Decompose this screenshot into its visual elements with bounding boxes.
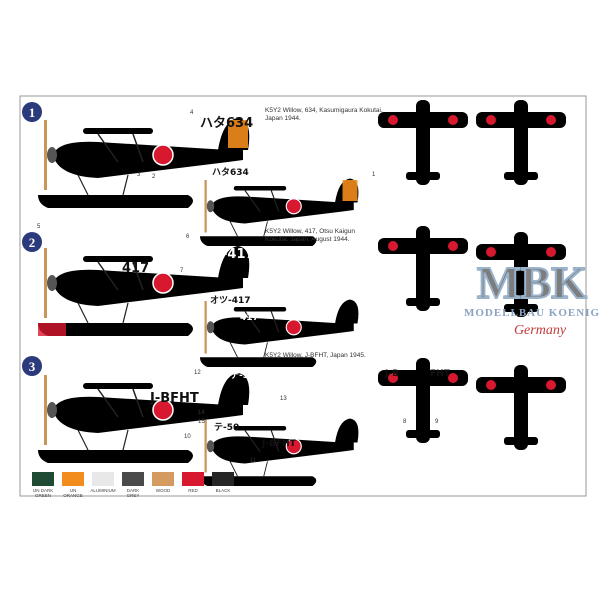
swatch-label: WOOD — [156, 488, 171, 493]
callout-3: 3 — [137, 172, 141, 178]
swatch-chip — [92, 472, 114, 486]
callout-numbers: 4 2 3 5 1 6 7 8 9 10 11 12 13 14 15 — [37, 110, 439, 464]
badge-2-number: 2 — [29, 235, 36, 250]
callout-6: 6 — [186, 234, 190, 240]
code-small-1: ハタ634 — [212, 166, 249, 178]
watermark-line3: Germany — [514, 323, 567, 338]
swatch-label: GREEN — [35, 493, 51, 498]
swatch-chip — [62, 472, 84, 486]
code-large-1: ハタ634 — [200, 116, 253, 131]
callout-8: 8 — [403, 419, 407, 425]
swatch-label: IJN DARK — [33, 488, 54, 493]
badge-3-number: 3 — [29, 359, 36, 374]
swatch-black: BLACK — [212, 472, 234, 493]
caption-2: K5Y2 Willow, 417, Otsu Kaigun — [265, 228, 355, 235]
swatch-label: GREY — [127, 493, 140, 498]
badge-1-number: 1 — [29, 105, 36, 120]
swatch-chip — [32, 472, 54, 486]
code-tail-2: オツ-417 — [196, 247, 255, 262]
profile-3: 3 K5Y2 Willow, J-BFHT, Japan 1945. J-BFH… — [22, 352, 566, 487]
side-view-1-small — [199, 177, 359, 247]
caption-1b: Japan 1944. — [265, 115, 301, 122]
code-tail-3: テ-50 — [230, 370, 255, 381]
callout-7: 7 — [180, 268, 184, 274]
code-tail-2-small: オツ-417 — [210, 295, 251, 306]
swatch-aluminium: ALUMINIUM — [90, 472, 116, 493]
swatch-label: BLACK — [216, 488, 231, 493]
profile-2: 2 K5Y2 Willow, 417, Otsu Kaigun Kokutai,… — [22, 226, 566, 368]
caption-3: K5Y2 Willow, J-BFHT, Japan 1945. — [265, 352, 366, 359]
callout-9: 9 — [435, 419, 439, 425]
code-fuselage-3: J-BFHT — [149, 391, 199, 406]
swatch-label: IJN — [70, 488, 77, 493]
badge-1: 1 — [22, 102, 42, 122]
code-tail-3-small: テ-50 — [214, 422, 239, 433]
profile-1: 1 K5Y2 Willow, 634, Kasumigaura Kokutai,… — [22, 100, 566, 247]
callout-13: 13 — [280, 396, 287, 402]
swatch-label: RED — [188, 488, 198, 493]
swatch-label: DARK — [127, 488, 140, 493]
side-view-2-large — [37, 245, 250, 337]
side-view-1-large — [37, 117, 250, 209]
code-fuselage-2-small: 417 — [240, 313, 259, 323]
wing-code-right-3: FHT — [430, 369, 451, 379]
top-view-1 — [378, 100, 468, 185]
sheet-frame — [19, 95, 587, 497]
callout-5: 5 — [37, 224, 41, 230]
swatch-chip — [182, 472, 204, 486]
callout-11: 11 — [250, 458, 257, 464]
callout-4: 4 — [190, 110, 194, 116]
code-fuselage-3-small: J-BFHT — [261, 439, 297, 449]
caption-2b: Kokutai, Japan, August 1944. — [265, 236, 350, 243]
badge-3: 3 — [22, 356, 42, 376]
callout-12: 12 — [194, 370, 201, 376]
badge-2: 2 — [22, 232, 42, 252]
top-view-2 — [378, 226, 468, 311]
code-fuselage-2: 417 — [122, 261, 149, 276]
callout-15: 15 — [198, 419, 205, 425]
callout-10: 10 — [184, 434, 191, 440]
caption-1: K5Y2 Willow, 634, Kasumigaura Kokutai, — [265, 107, 383, 114]
swatch-wood: WOOD — [152, 472, 174, 493]
swatch-label: ORANGE — [63, 493, 83, 498]
swatch-red: RED — [182, 472, 204, 493]
swatch-label: ALUMINIUM — [90, 488, 116, 493]
swatch-chip — [152, 472, 174, 486]
mbk-watermark-logo: MBK MODELLBAU KOENIG Germany — [464, 256, 600, 338]
watermark-brand: MBK — [477, 257, 587, 308]
bottom-view-1 — [476, 100, 566, 185]
callout-1: 1 — [372, 172, 376, 178]
watermark-line2: MODELLBAU KOENIG — [464, 307, 600, 319]
callout-14: 14 — [198, 410, 205, 416]
callout-2: 2 — [152, 174, 156, 180]
swatch-chip — [122, 472, 144, 486]
wing-code-left-3: J-B — [384, 369, 399, 379]
swatch-chip — [212, 472, 234, 486]
bottom-view-3 — [476, 365, 566, 450]
